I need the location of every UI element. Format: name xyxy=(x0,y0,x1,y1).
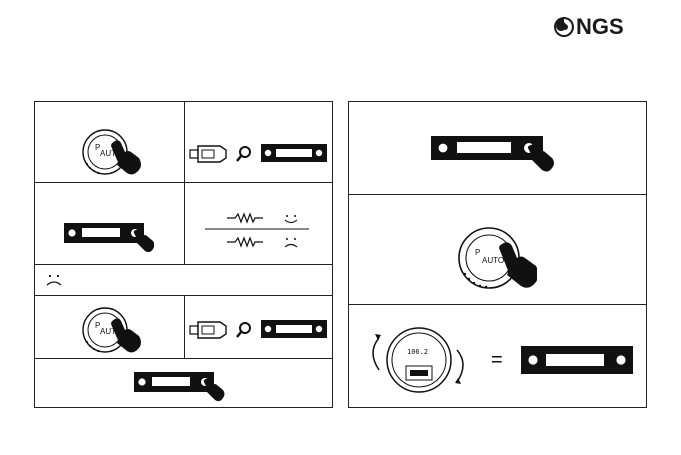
car-radio-icon xyxy=(261,144,327,162)
divider xyxy=(35,264,332,265)
divider xyxy=(184,295,185,358)
fm-transmitter-knob-icon: 106.2 xyxy=(387,328,451,392)
auto-button-press-illustration: P AUTO xyxy=(81,302,143,357)
equals-sign: = xyxy=(491,349,503,371)
sad-face-icon xyxy=(285,238,297,247)
step-signal-quality xyxy=(205,205,315,253)
auto-button-press-illustration: P AUTO xyxy=(457,218,537,298)
right-instructions-panel: P AUTO 106.2 = xyxy=(348,101,647,408)
divider xyxy=(184,102,185,182)
radio-press-illustration xyxy=(62,217,154,259)
bad-signal-row xyxy=(44,270,64,290)
sad-face-icon xyxy=(44,270,64,290)
left-instructions-panel: P AUTO xyxy=(34,101,333,408)
fm-transmitter-icon xyxy=(190,146,226,162)
radio-press-illustration xyxy=(132,366,232,406)
step-tune-radio xyxy=(188,140,332,168)
car-radio-icon xyxy=(261,320,327,338)
zigzag-signal xyxy=(227,214,263,222)
step-press-auto-knob: P AUTO xyxy=(457,218,537,298)
rotate-knob-equals-radio: 106.2 = xyxy=(361,324,637,394)
search-icon xyxy=(237,147,250,161)
smiley-icon xyxy=(285,215,297,223)
step-press-auto: P AUTO xyxy=(81,124,143,179)
divider xyxy=(35,358,332,359)
step-press-auto-again: P AUTO xyxy=(81,302,143,357)
divider xyxy=(349,304,646,305)
zigzag-signal xyxy=(227,238,263,246)
transmitter-search-radio xyxy=(188,140,332,168)
step-retune-radio xyxy=(188,316,332,344)
frequency-display: 106.2 xyxy=(407,348,428,356)
radio-press-illustration xyxy=(429,134,561,180)
step-rotate-knob: 106.2 = xyxy=(361,324,637,394)
search-icon xyxy=(237,323,250,337)
auto-button-press-illustration: P AUTO xyxy=(81,124,143,179)
brand-name: NGS xyxy=(576,14,624,40)
divider xyxy=(184,182,185,264)
car-radio-icon xyxy=(521,346,633,374)
auto-label: AUTO xyxy=(482,256,504,265)
step-confirm-radio xyxy=(132,366,232,406)
transmitter-search-radio xyxy=(188,316,332,344)
fm-transmitter-icon xyxy=(190,322,226,338)
divider xyxy=(349,194,646,195)
step-radio-preset xyxy=(429,134,561,180)
ngs-spiral-logo-icon xyxy=(552,15,576,39)
ngs-logo: NGS xyxy=(552,14,662,40)
svg-text:P: P xyxy=(475,248,480,257)
step-press-radio xyxy=(62,217,154,259)
signal-quality-illustration xyxy=(205,205,315,253)
